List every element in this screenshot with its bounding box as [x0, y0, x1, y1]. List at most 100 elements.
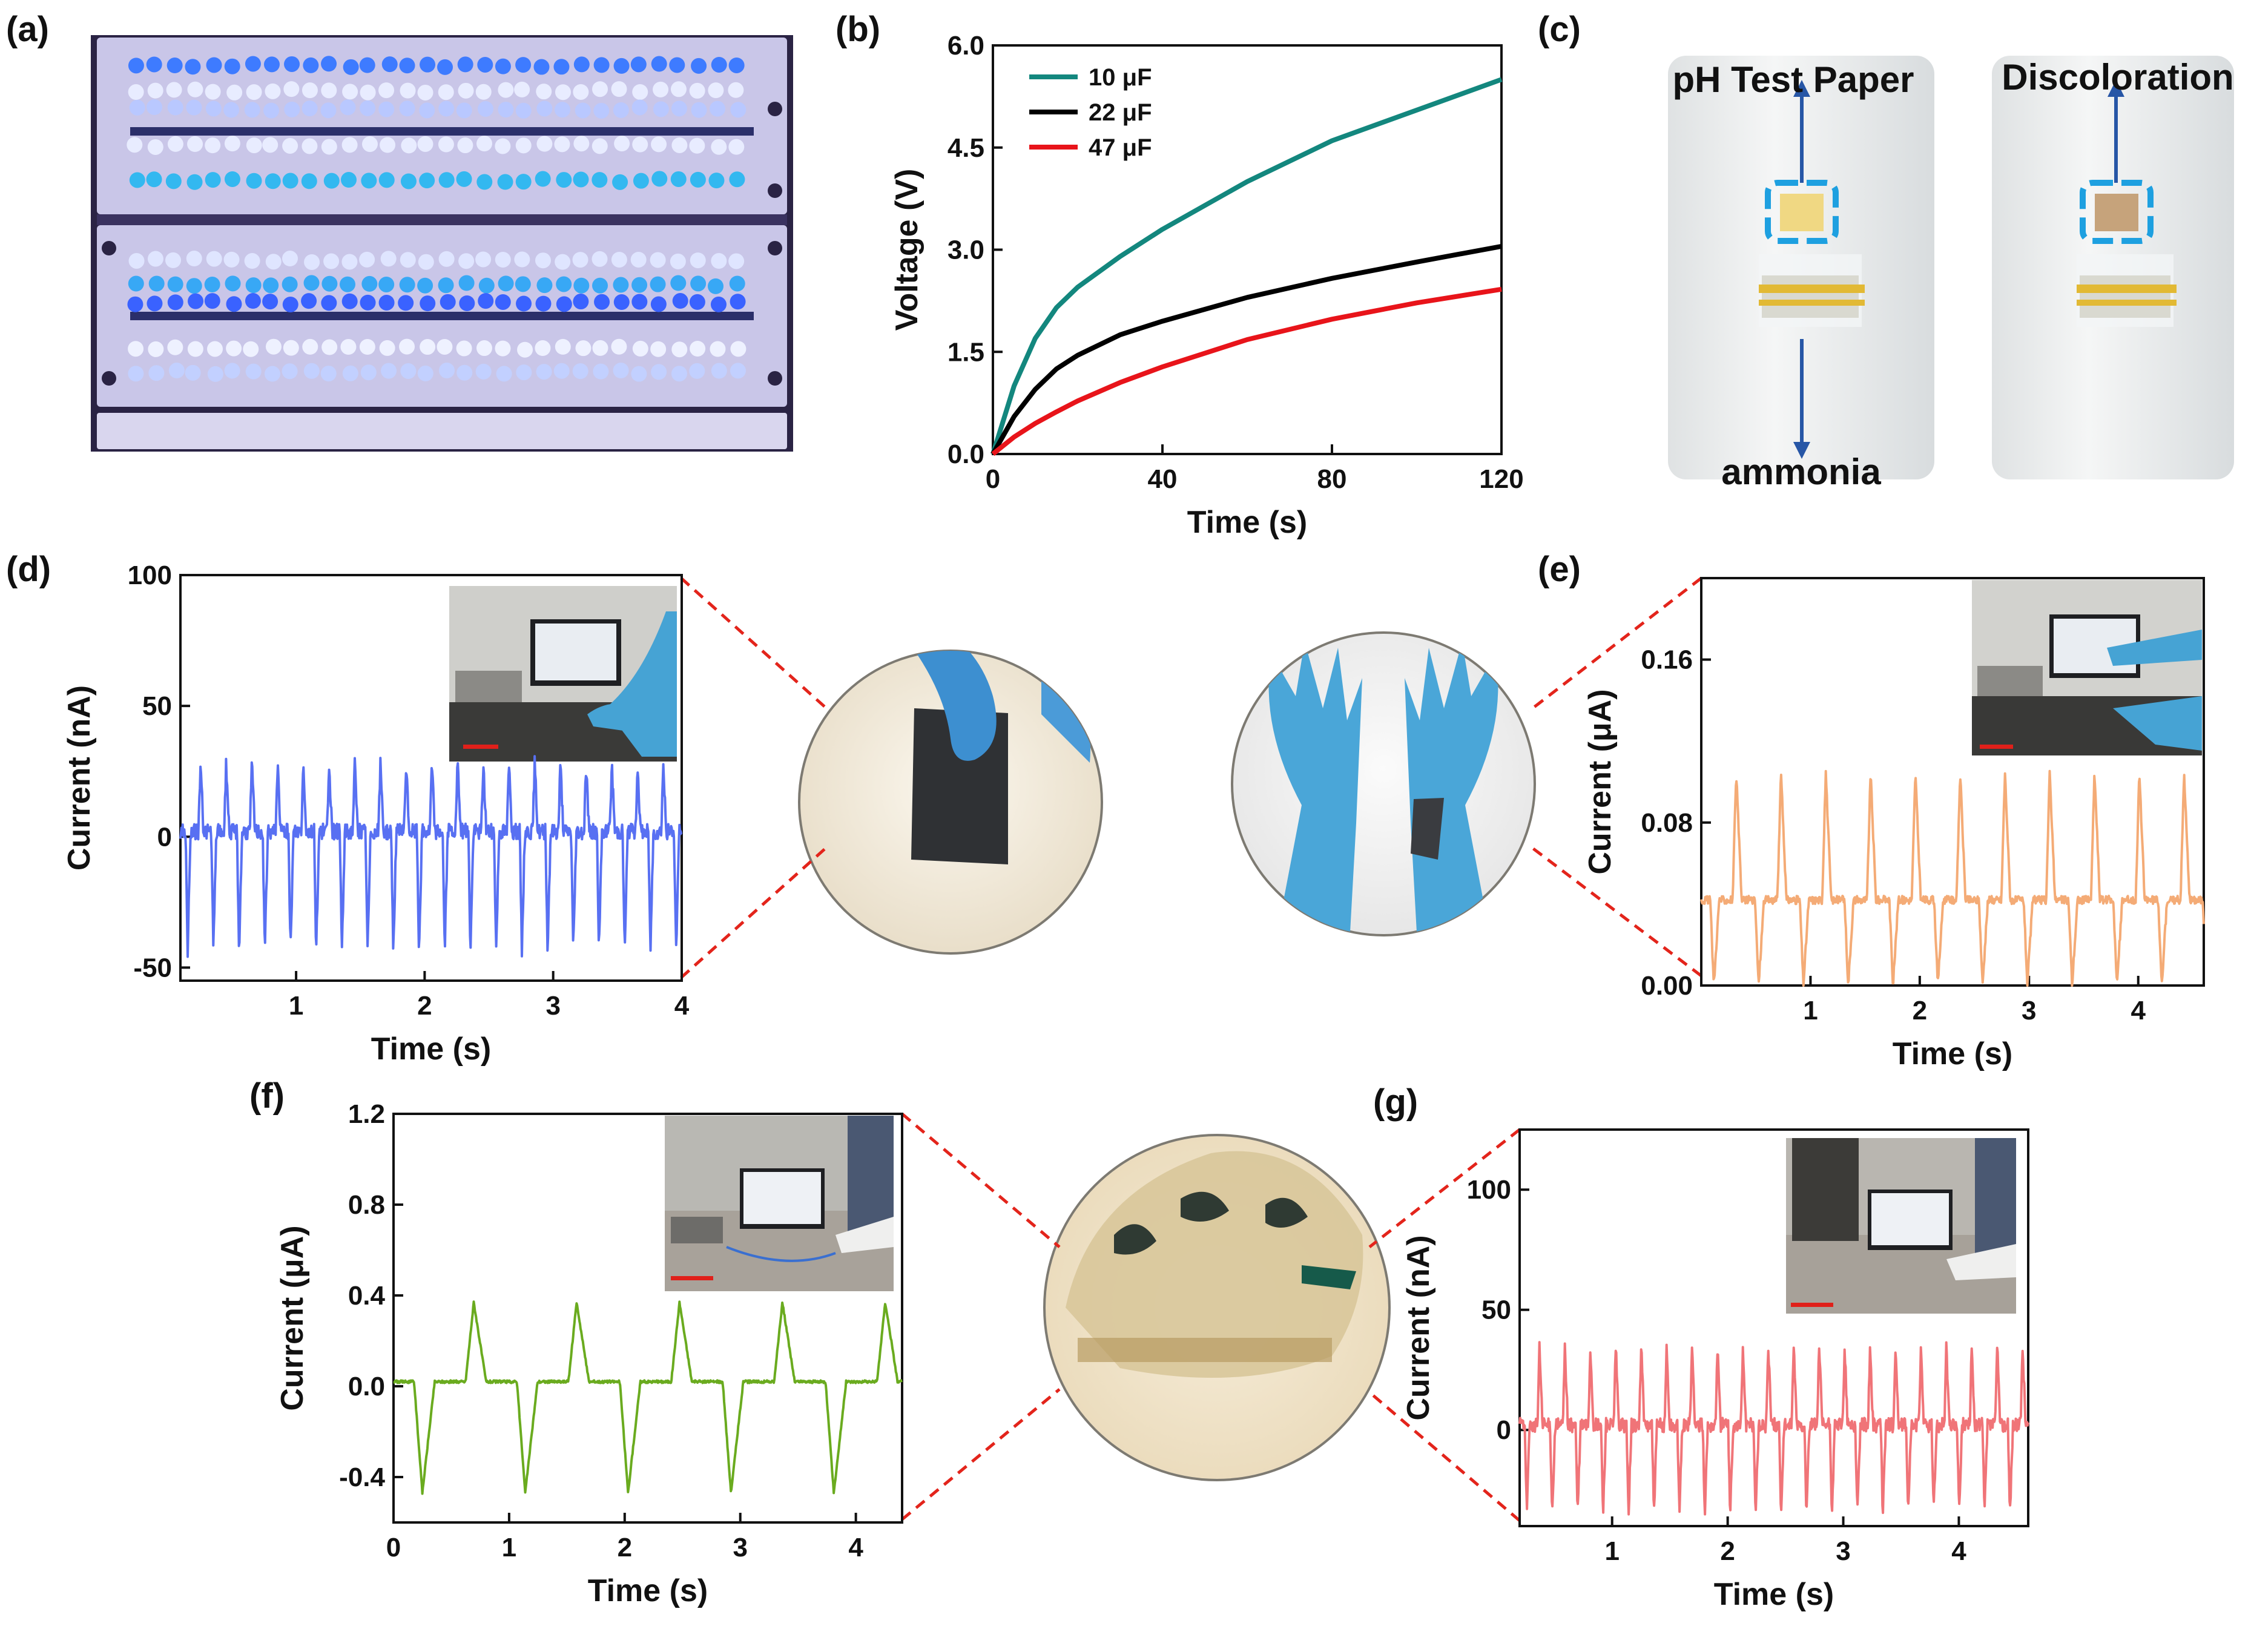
led-dot [708, 82, 724, 99]
led-dot [671, 137, 688, 153]
led-dot [321, 56, 337, 72]
led-dot [265, 173, 281, 189]
ph-test-paper-label: pH Test Paper [1673, 59, 1914, 100]
led-dot [611, 251, 627, 268]
led-dot [516, 364, 532, 381]
x-tick-label: 0 [986, 464, 1000, 494]
led-dot [555, 338, 571, 355]
x-tick-label: 0 [386, 1533, 401, 1562]
led-dot [708, 173, 725, 189]
led-dot [400, 82, 416, 99]
led-dot [303, 57, 319, 73]
led-dot [573, 136, 590, 152]
led-dot [282, 296, 298, 312]
led-dot [536, 364, 552, 380]
shoe-circle-photo [1043, 1134, 1391, 1481]
led-dot [476, 174, 493, 190]
led-dot [166, 58, 183, 74]
led-dot [128, 252, 145, 269]
led-dot [672, 293, 688, 309]
led-dot [573, 171, 589, 188]
led-dot [458, 275, 475, 291]
led-dot [592, 138, 608, 154]
signal-trace [179, 755, 683, 958]
panel-label-g: (g) [1373, 1082, 1418, 1122]
led-dot [593, 102, 610, 119]
led-dot [417, 136, 433, 152]
x-tick-label: 40 [1148, 464, 1178, 494]
led-dot [265, 338, 282, 355]
led-dot [378, 276, 395, 292]
led-dot [593, 57, 610, 73]
led-dot [730, 363, 746, 379]
led-dot [399, 277, 415, 293]
led-dot [188, 293, 204, 309]
led-dot [456, 171, 472, 187]
led-dot [575, 102, 591, 119]
led-dot [553, 59, 570, 75]
y-tick-label: -50 [133, 953, 172, 982]
x-tick-label: 1 [1604, 1536, 1619, 1566]
led-dot [185, 364, 201, 381]
led-dot [146, 99, 162, 116]
led-dot [206, 251, 222, 267]
led-dot [689, 137, 705, 154]
beaker-photo-left [1668, 56, 1934, 479]
led-dot [671, 341, 688, 358]
led-dot [495, 138, 511, 154]
x-tick-label: 4 [2131, 996, 2146, 1025]
led-dot [400, 252, 416, 268]
led-dot [690, 171, 706, 188]
led-dot [381, 56, 398, 73]
x-tick-label: 4 [848, 1533, 863, 1562]
led-dot [650, 341, 667, 357]
led-dot [265, 254, 282, 270]
y-tick-label: 50 [142, 691, 172, 721]
led-dot [246, 137, 262, 154]
led-dot [556, 276, 572, 292]
led-dot [475, 84, 492, 100]
gloves-circle-photo [1231, 631, 1536, 936]
led-dot [497, 174, 513, 190]
led-dot [592, 81, 608, 97]
led-dot [264, 366, 280, 382]
led-dot [651, 136, 667, 153]
led-dot [381, 363, 397, 379]
led-dot [378, 172, 395, 188]
led-dot [262, 294, 278, 310]
led-dot [342, 84, 358, 100]
y-tick-label: 0.08 [1641, 808, 1693, 838]
led-dot [573, 56, 590, 73]
led-dot [514, 251, 530, 268]
x-tick-label: 3 [1836, 1536, 1850, 1566]
led-dot [536, 100, 553, 117]
led-dot [690, 252, 706, 269]
x-tick-label: 4 [1951, 1536, 1966, 1566]
led-dot [204, 293, 220, 309]
x-tick-label: 3 [545, 991, 560, 1021]
panel-label-c: (c) [1538, 10, 1581, 49]
led-dot [186, 99, 202, 116]
discoloration-label: Discoloration [2002, 57, 2233, 97]
led-dot [555, 84, 571, 100]
led-dot [399, 338, 415, 355]
y-tick-label: 0.16 [1641, 645, 1693, 675]
led-dot [245, 277, 262, 294]
y-tick-label: 3.0 [948, 235, 984, 265]
led-dot [246, 173, 262, 189]
led-dot [650, 296, 667, 312]
led-dot [438, 84, 454, 100]
led-dot [594, 294, 610, 310]
led-dot [729, 275, 745, 292]
led-dot [128, 275, 144, 292]
led-dot [223, 251, 240, 268]
plot-frame [1518, 1128, 2029, 1527]
led-dot [127, 137, 143, 153]
led-dot [592, 277, 608, 294]
led-dot [631, 99, 648, 116]
led-dot [439, 363, 455, 379]
led-dot [554, 102, 570, 118]
led-dot [321, 295, 337, 311]
signal-trace [1518, 1341, 2029, 1516]
led-dot [614, 136, 630, 152]
